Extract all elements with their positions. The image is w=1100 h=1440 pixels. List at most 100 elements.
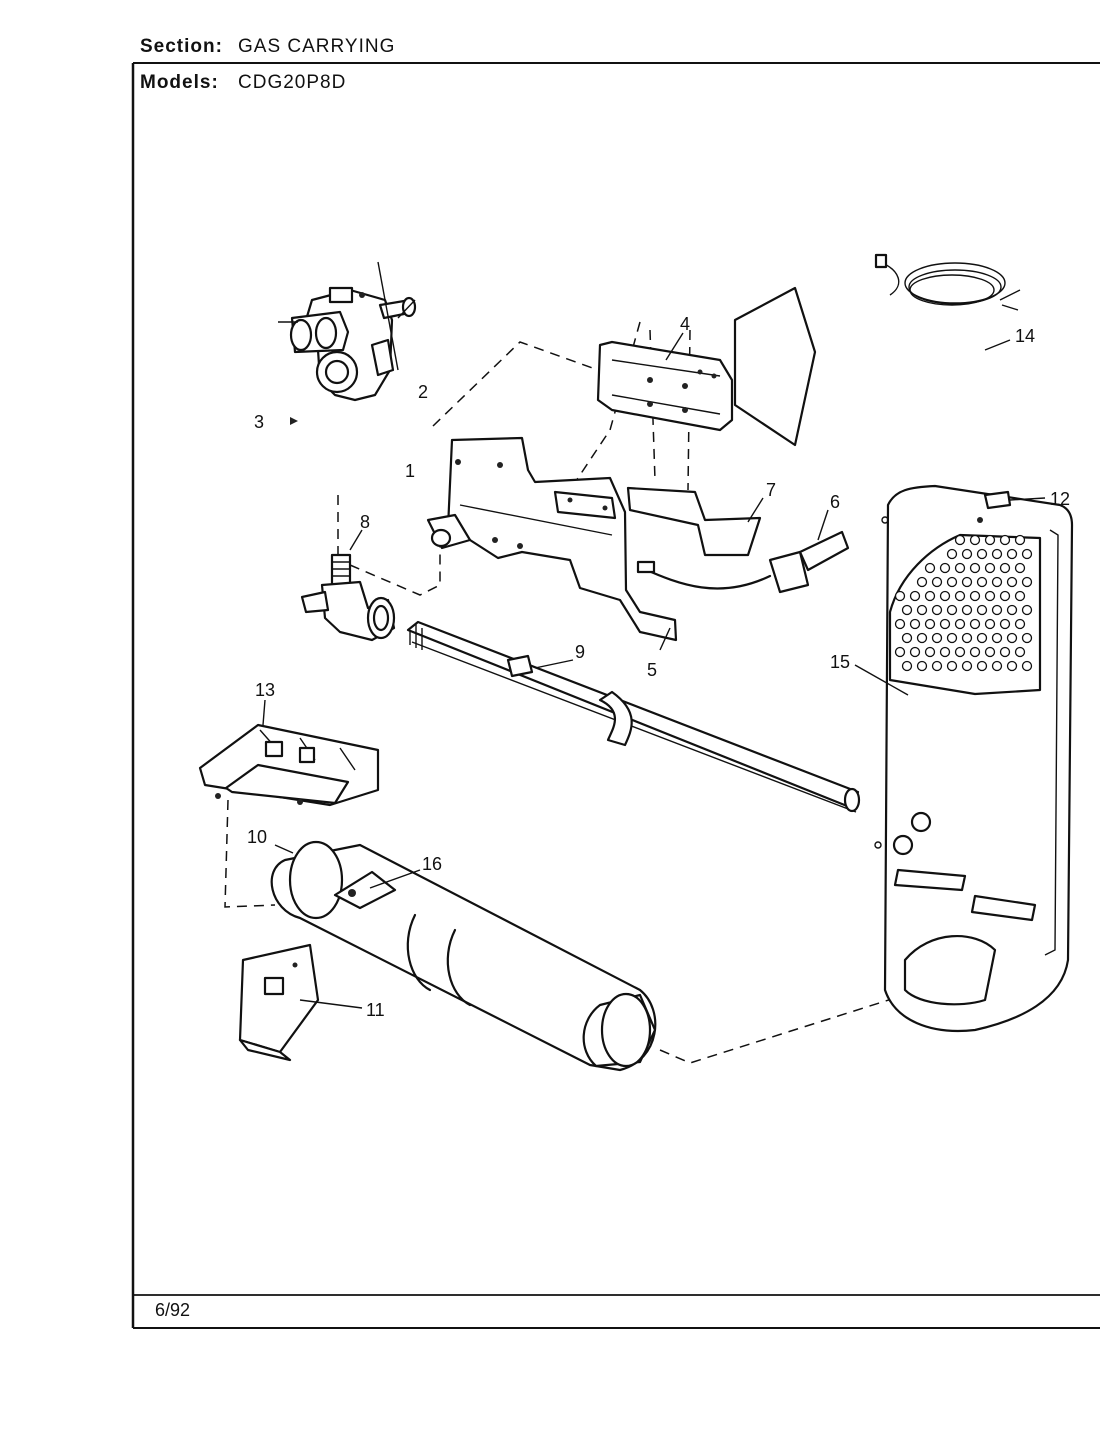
vent-hole [976,632,988,644]
wire-harness-part-14 [874,253,1021,311]
vent-hole [1014,534,1026,546]
vent-hole [991,548,1003,560]
callout-2: 2 [418,382,428,402]
callout-7: 7 [766,480,776,500]
models-line: Models: CDG20P8D [140,72,346,94]
vent-hole [961,604,973,616]
vent-hole [976,604,988,616]
vent-hole [946,604,958,616]
callout-1: 1 [405,461,415,481]
vent-hole [924,646,936,658]
bracket-part-11 [238,943,320,1062]
vent-hole [931,576,943,588]
combustion-chamber-part-10 [270,840,657,1072]
vent-hole [1014,646,1026,658]
vent-hole [1014,590,1026,602]
vent-hole [946,632,958,644]
vent-hole [901,632,913,644]
flame-sensor-part-13 [198,723,380,807]
vent-hole [901,660,913,672]
vent-hole [1021,576,1033,588]
vent-hole [916,660,928,672]
vent-hole [1006,548,1018,560]
vent-hole [991,632,1003,644]
vent-hole [999,646,1011,658]
callout-5: 5 [647,660,657,680]
section-line: Section: GAS CARRYING [140,36,395,58]
vent-hole [969,590,981,602]
bracket-part-7 [626,486,762,557]
igniter-bracket-part-4 [596,286,817,447]
callout-3: 3 [254,412,264,432]
callout-16: 16 [422,854,442,874]
vent-hole [991,660,1003,672]
igniter-part-6 [636,530,850,594]
vent-hole [954,646,966,658]
section-value: GAS CARRYING [238,36,396,57]
vent-hole [939,646,951,658]
vent-hole [976,576,988,588]
callout-13: 13 [255,680,275,700]
vent-hole [999,534,1011,546]
vent-hole [984,534,996,546]
callout-numbers: 1 2 3 4 5 6 7 8 9 10 11 12 13 14 15 16 [247,314,1070,1020]
vent-hole [999,590,1011,602]
orifice-elbow-part-8 [300,553,396,642]
vent-hole [1014,618,1026,630]
vent-hole [984,562,996,574]
gas-valve-assembly [289,286,417,402]
vent-hole [916,604,928,616]
callout-9: 9 [575,642,585,662]
vent-hole [1014,562,1026,574]
models-value: CDG20P8D [238,72,347,93]
callout-15: 15 [830,652,850,672]
vent-hole [916,576,928,588]
vent-hole [916,632,928,644]
vent-hole [961,660,973,672]
mounting-bracket-part-5 [426,436,678,642]
vent-hole [1021,604,1033,616]
callout-10: 10 [247,827,267,847]
vent-hole [939,562,951,574]
vent-hole [1021,548,1033,560]
vent-hole [991,604,1003,616]
vent-hole [961,632,973,644]
vent-hole [961,576,973,588]
vent-hole [1021,660,1033,672]
vent-hole [931,604,943,616]
vent-hole [1006,576,1018,588]
vent-hole [946,576,958,588]
vent-hole [984,590,996,602]
vent-hole [909,646,921,658]
vent-hole [909,590,921,602]
vent-hole [999,618,1011,630]
callout-8: 8 [360,512,370,532]
vent-hole [924,590,936,602]
vent-hole [999,562,1011,574]
vent-hole [939,590,951,602]
vent-hole [931,632,943,644]
vent-hole [954,618,966,630]
callout-leaders [262,261,1046,1009]
callout-4: 4 [680,314,690,334]
callout-14: 14 [1015,326,1035,346]
vent-hole [939,618,951,630]
models-label: Models: [140,72,219,93]
vent-hole [1006,604,1018,616]
page-frame [131,62,1100,1329]
vent-hole [894,646,906,658]
vent-hole [976,660,988,672]
vent-hole [984,618,996,630]
vent-hole [961,548,973,560]
vent-hole [954,534,966,546]
vent-hole [946,548,958,560]
vent-hole [894,590,906,602]
section-label: Section: [140,36,223,57]
vent-hole [1006,632,1018,644]
vent-hole [894,618,906,630]
footer-date: 6/92 [155,1300,191,1320]
vent-hole [954,590,966,602]
vent-hole [991,576,1003,588]
vent-holes [894,534,1033,672]
